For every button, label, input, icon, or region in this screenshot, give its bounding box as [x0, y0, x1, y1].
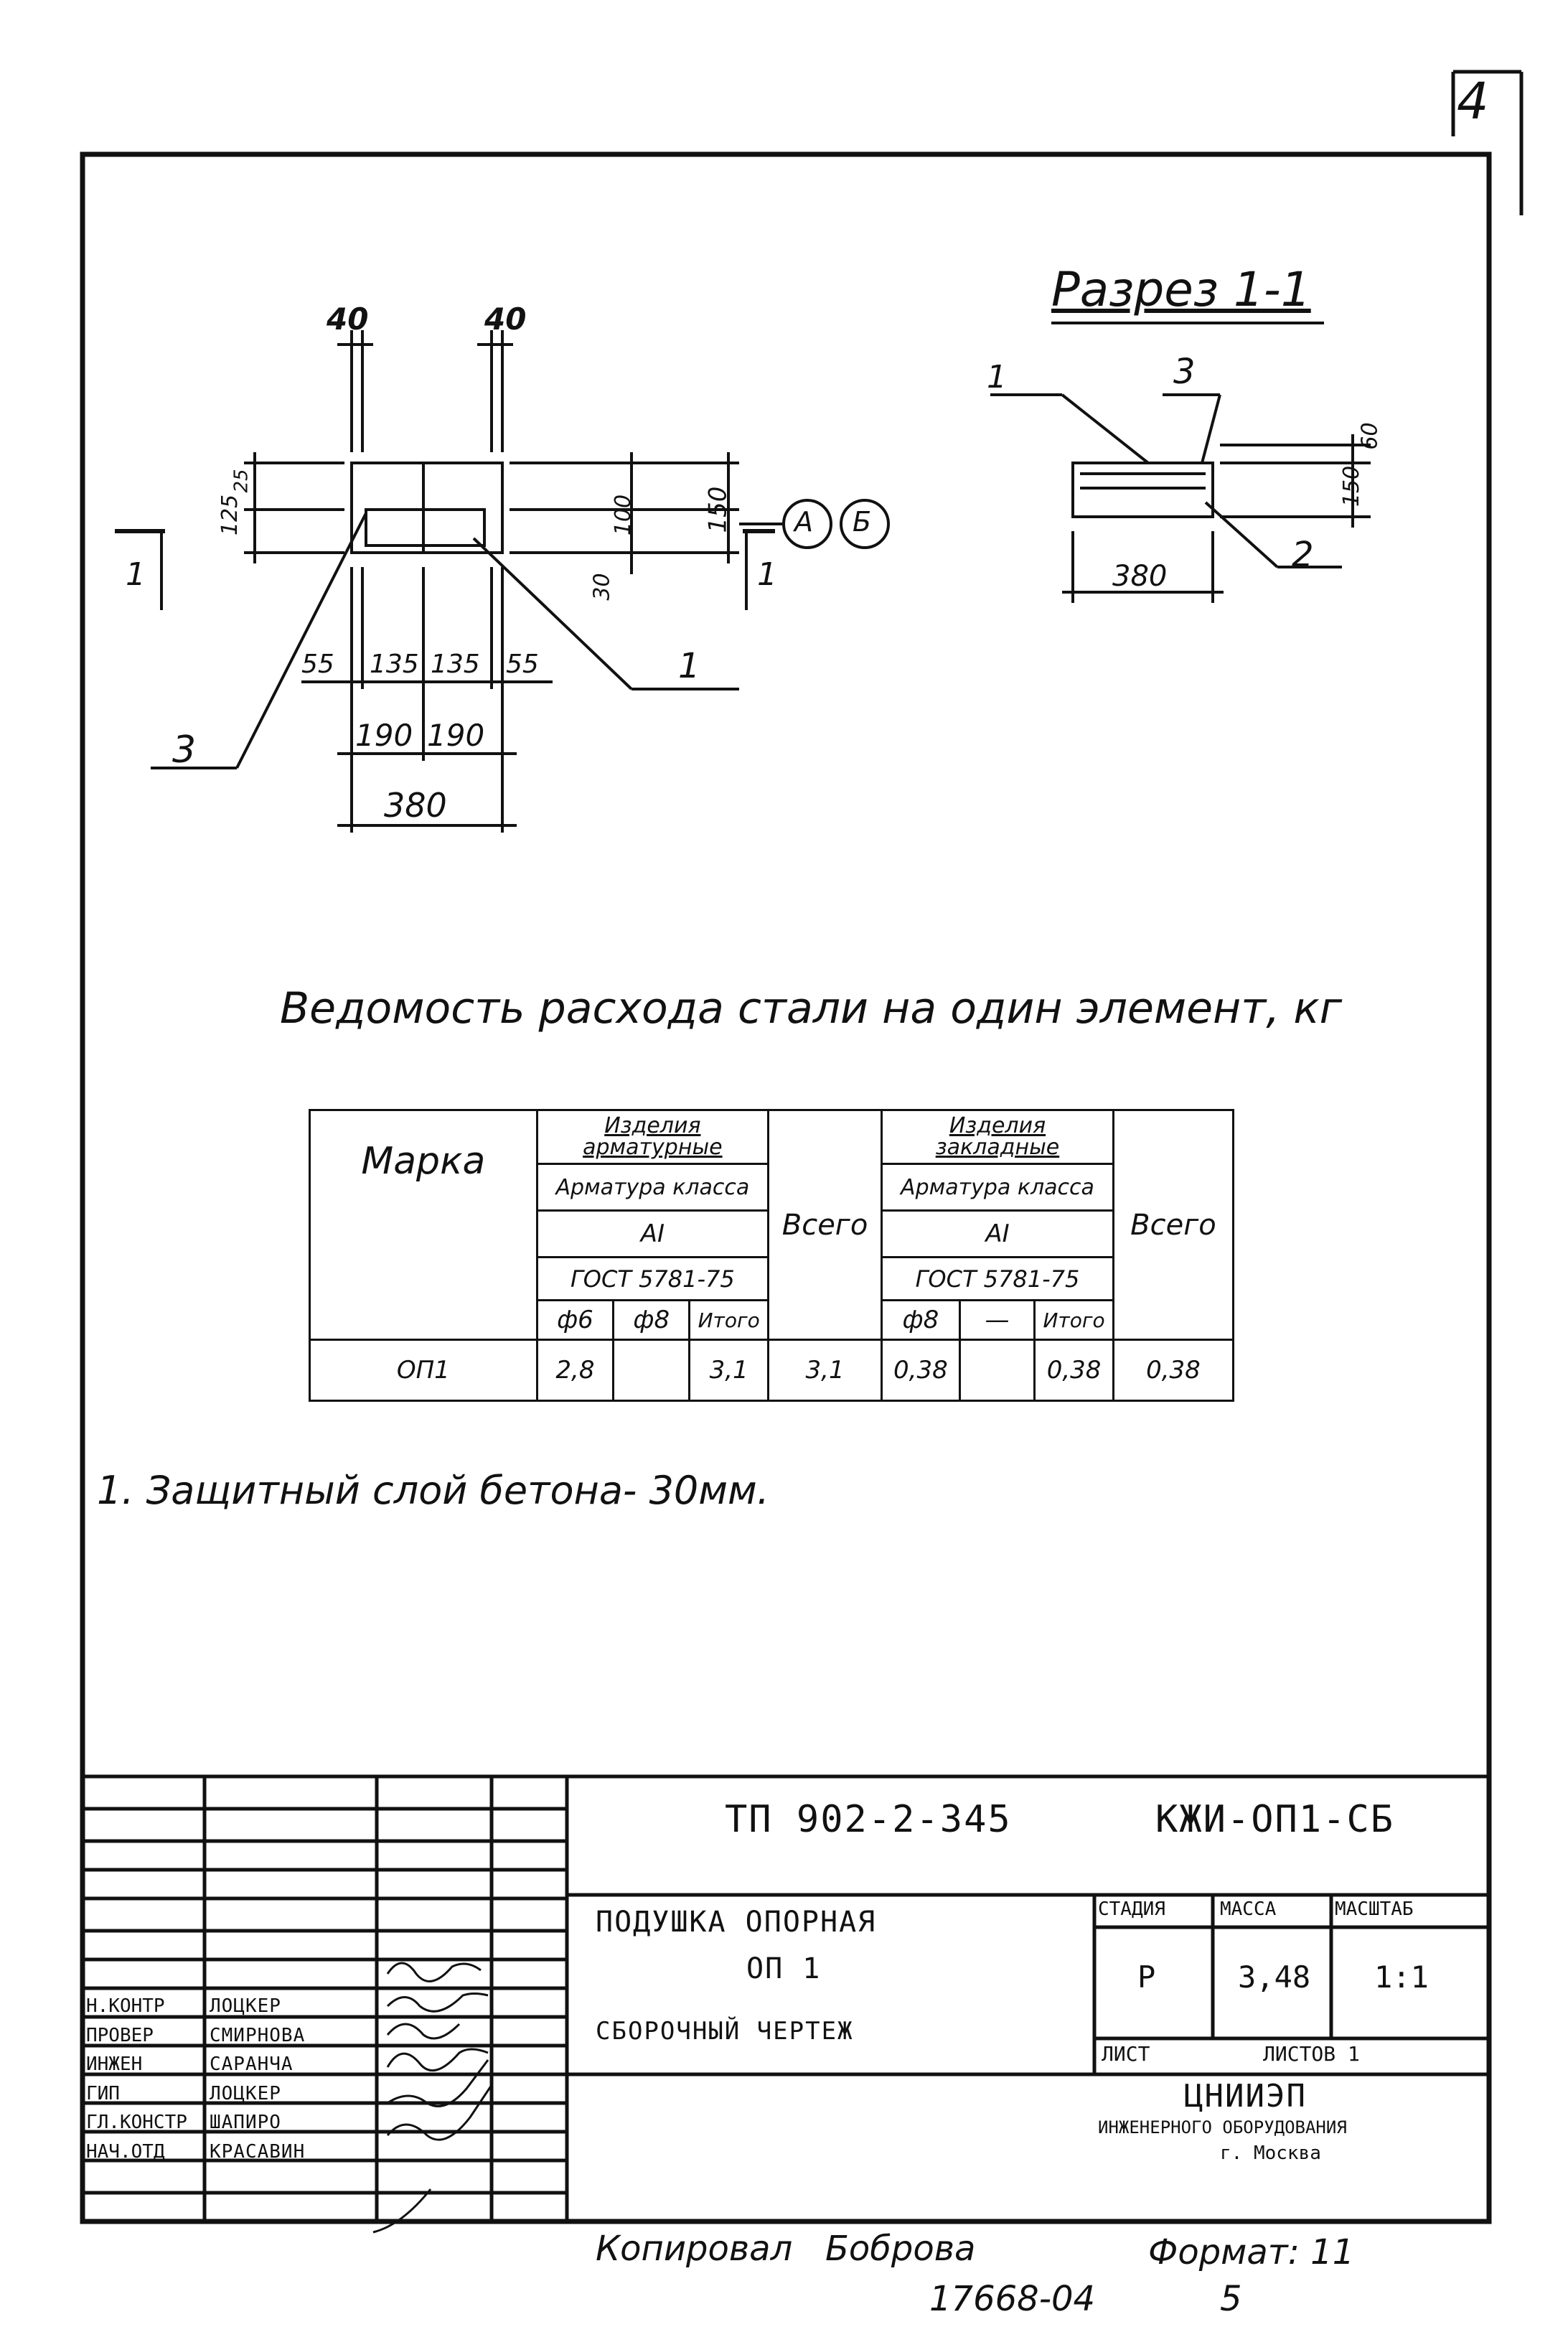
mass-label: Масса	[1220, 1898, 1277, 1920]
name-6: Красавин	[210, 2140, 306, 2163]
doc-code: КЖИ-ОП1-СБ	[1155, 1798, 1395, 1841]
plan-dim-top-left: 40	[327, 301, 369, 337]
scale-label: Масштаб	[1335, 1898, 1414, 1920]
section-callout-2: 2	[1292, 535, 1314, 575]
axis-a: А	[794, 506, 813, 538]
name-2: Смирнова	[210, 2024, 306, 2046]
org-line-2: инженерного оборудования	[1098, 2117, 1347, 2137]
org-line-3: г. Москва	[1220, 2143, 1321, 2164]
name-line-1: Подушка опорная	[596, 1906, 877, 1939]
table-row: ОП1 2,8 3,1 3,1 0,38 0,38 0,38	[309, 1339, 1235, 1402]
group1-class-label: Арматура класса	[535, 1163, 770, 1212]
name-line-2: ОП 1	[746, 1952, 822, 1985]
row-v4: 3,1	[767, 1339, 883, 1402]
plan-dim-190-left: 190	[355, 718, 413, 753]
project-code: ТП 902-2-345	[725, 1798, 1012, 1841]
plan-dim-top-right: 40	[484, 301, 527, 337]
cut-mark-right: 1	[757, 556, 777, 593]
sub2-dash: —	[958, 1299, 1036, 1341]
sheet-label: Лист	[1102, 2042, 1150, 2066]
steel-table: Марка Изделия арматурные Всего Изделия з…	[309, 1109, 1235, 1402]
plan-dim-150: 150	[703, 486, 733, 533]
sheet-number: 4	[1457, 72, 1489, 131]
plan-view	[115, 330, 890, 833]
axis-b: Б	[853, 506, 872, 538]
footer-page: 5	[1220, 2279, 1242, 2319]
name-3: Саранча	[210, 2054, 294, 2075]
plan-dim-380: 380	[384, 786, 447, 825]
sub-itogo-2: Итого	[1033, 1299, 1114, 1341]
name-1: Лоцкер	[210, 1995, 281, 2017]
row-v3: 3,1	[688, 1339, 770, 1402]
row-v5: 0,38	[881, 1339, 961, 1402]
stage-value: Р	[1137, 1959, 1158, 1995]
role-prover: Провер	[86, 2024, 154, 2046]
names-column: Лоцкер Смирнова Саранча Лоцкер Шапиро Кр…	[210, 1992, 305, 2166]
row-v2	[612, 1339, 691, 1402]
group2-class-value: АI	[881, 1209, 1114, 1258]
plan-callout-1: 1	[678, 646, 700, 686]
note: 1. Защитный слой бетона- 30мм.	[97, 1468, 769, 1513]
row-v7: 0,38	[1033, 1339, 1114, 1402]
section-dim-150: 150	[1339, 465, 1365, 507]
group2-header: Изделия закладные	[881, 1109, 1114, 1165]
name-5: Шапиро	[210, 2112, 281, 2133]
cut-mark-left: 1	[126, 556, 146, 593]
stage-label: Стадия	[1098, 1898, 1165, 1920]
steel-table-title: Ведомость расхода стали на один элемент,…	[280, 983, 1343, 1034]
plan-dim-30: 30	[589, 573, 615, 601]
role-glkonstr: Гл.констр	[86, 2112, 187, 2133]
row-mark: ОП1	[309, 1339, 538, 1402]
plan-dim-55-left: 55	[301, 650, 334, 679]
role-gip: ГИП	[86, 2082, 120, 2104]
group2-class-label: Арматура класса	[881, 1163, 1114, 1212]
footer-copied: Копировал	[596, 2229, 793, 2269]
title-block-grid	[83, 1774, 1489, 2221]
roles-column: Н.контр Провер Инжен ГИП Гл.констр Нач.о…	[86, 1992, 187, 2166]
role-nachotd: Нач.отд	[86, 2140, 165, 2163]
group1-gost: ГОСТ 5781-75	[535, 1256, 770, 1301]
section-dim-60: 60	[1357, 422, 1383, 450]
plan-dim-135-right: 135	[431, 650, 480, 679]
group2-total-header: Всего	[1112, 1109, 1235, 1341]
section-callout-1: 1	[987, 359, 1007, 395]
name-4: Лоцкер	[210, 2082, 281, 2104]
group1-header: Изделия арматурные	[535, 1109, 770, 1165]
sub2-d8: ф8	[881, 1299, 961, 1341]
footer-format: Формат: 11	[1148, 2232, 1355, 2272]
footer-number: 17668-04	[929, 2279, 1096, 2319]
section-view	[990, 322, 1371, 603]
sub-d6: ф6	[535, 1299, 615, 1341]
footer-copier: Боброва	[825, 2229, 976, 2269]
signatures	[372, 1962, 493, 2234]
row-v6	[958, 1339, 1036, 1402]
plan-dim-190-right: 190	[427, 718, 485, 753]
group2-gost: ГОСТ 5781-75	[881, 1256, 1114, 1301]
section-title: Разрез 1-1	[1051, 262, 1311, 317]
scale-value: 1:1	[1374, 1959, 1429, 1995]
name-line-3: Сборочный чертеж	[596, 2017, 854, 2046]
plan-dim-55-right: 55	[506, 650, 539, 679]
org-line-1: ЦНИИЭП	[1184, 2078, 1307, 2115]
row-v1: 2,8	[535, 1339, 615, 1402]
mass-value: 3,48	[1238, 1959, 1311, 1995]
group1-total-header: Всего	[767, 1109, 883, 1341]
plan-dim-125: 125	[217, 494, 243, 536]
sub-itogo-1: Итого	[688, 1299, 770, 1341]
sub-d8: ф8	[612, 1299, 691, 1341]
plan-dim-100: 100	[611, 494, 637, 536]
plan-callout-3: 3	[172, 729, 197, 772]
plan-dim-135-left: 135	[370, 650, 419, 679]
section-callout-3: 3	[1173, 352, 1196, 392]
role-ncontr: Н.контр	[86, 1995, 165, 2017]
plan-dim-25: 25	[230, 469, 253, 493]
section-dim-380: 380	[1112, 560, 1168, 593]
sheets-label: Листов 1	[1263, 2042, 1360, 2066]
col-mark-header: Марка	[309, 1109, 538, 1341]
row-v8: 0,38	[1112, 1339, 1235, 1402]
group1-class-value: АI	[535, 1209, 770, 1258]
role-inzhen: Инжен	[86, 2054, 143, 2075]
